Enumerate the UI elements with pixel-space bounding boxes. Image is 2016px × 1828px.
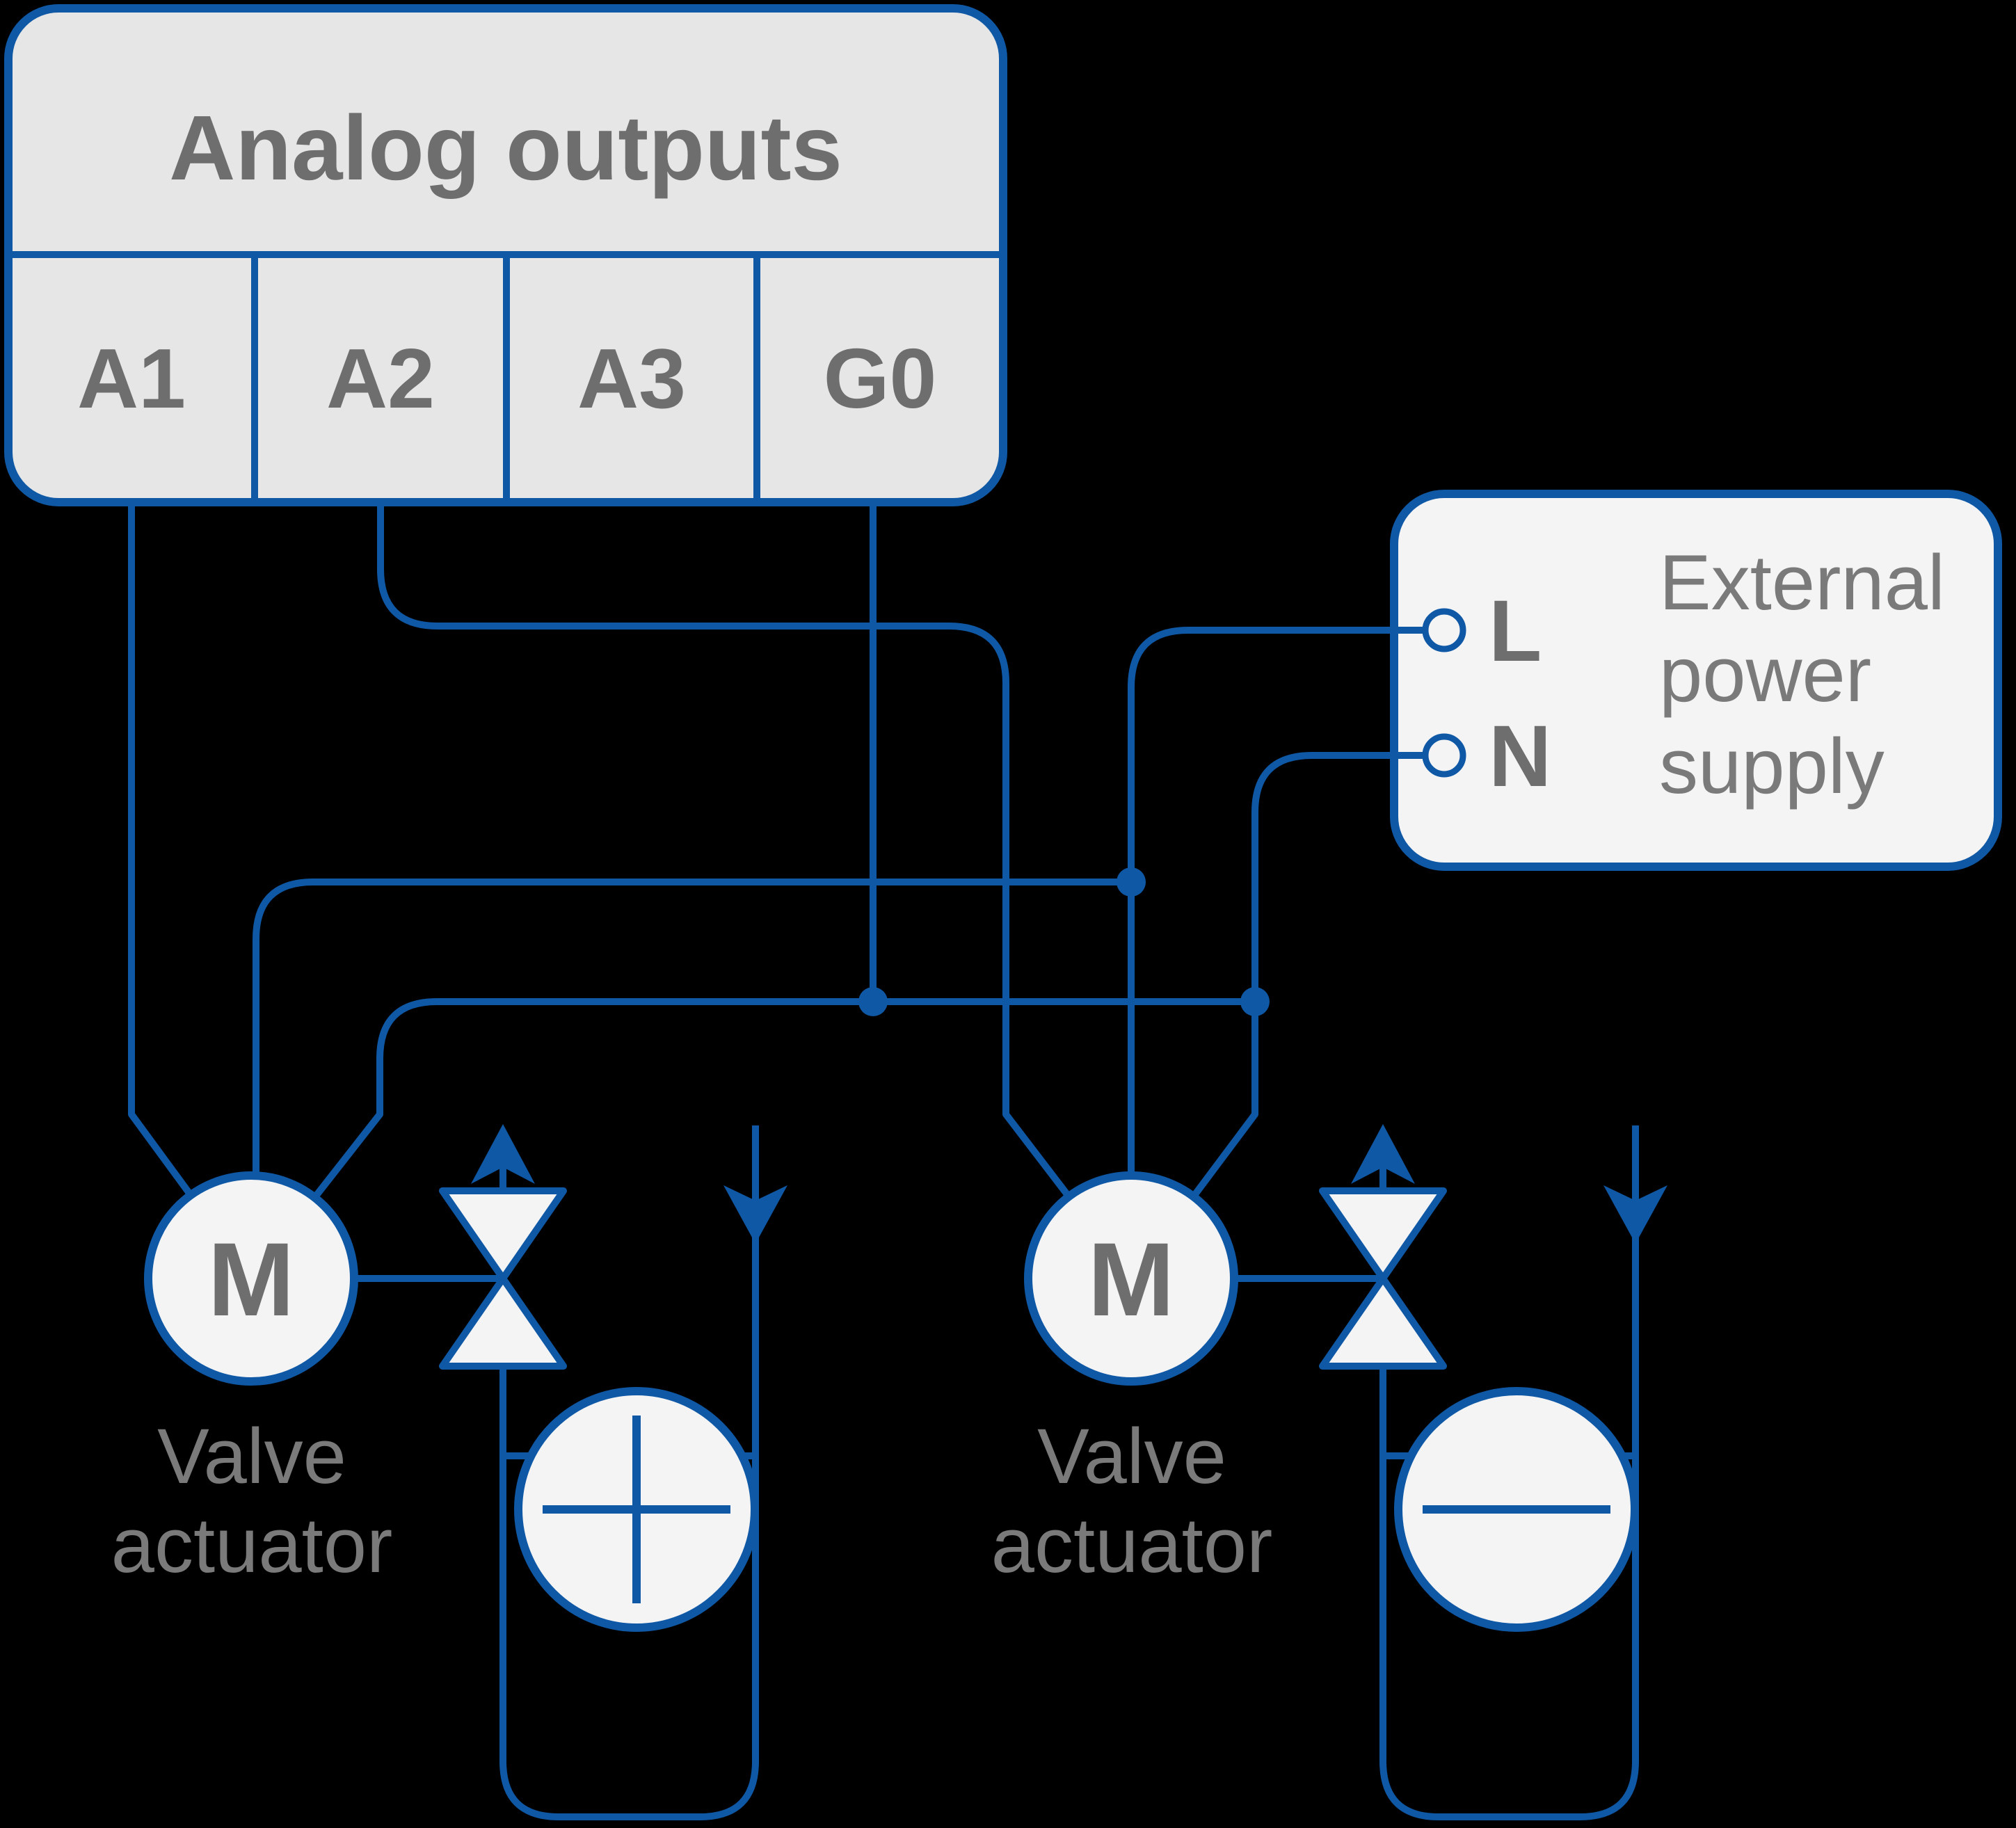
motor-label-1: M bbox=[208, 1221, 295, 1338]
actuator1-caption-line2: actuator bbox=[111, 1502, 393, 1589]
pipe-loop-2 bbox=[1379, 1125, 1639, 1820]
power-supply-title-line2: power bbox=[1659, 631, 1871, 718]
wire-n-to-motor2 bbox=[1190, 752, 1425, 1199]
terminal-circle-n bbox=[1422, 733, 1466, 778]
wires bbox=[128, 502, 1425, 1201]
junction-dot-g0-common bbox=[858, 987, 888, 1016]
actuator1-caption-line1: Valve bbox=[157, 1413, 346, 1500]
terminal-circle-l bbox=[1422, 608, 1466, 652]
arrow-up-icon bbox=[1351, 1124, 1415, 1184]
valve-actuator-group-2: M Valve actuator bbox=[991, 1124, 1667, 1820]
terminal-label-g0: G0 bbox=[824, 331, 937, 426]
power-supply-box bbox=[1390, 490, 2002, 871]
junction-dot-l-branch bbox=[1117, 867, 1146, 897]
terminal-label-a2: A2 bbox=[326, 331, 435, 426]
power-supply-title-line1: External bbox=[1659, 539, 1945, 626]
arrow-down-icon bbox=[723, 1185, 787, 1244]
analog-outputs-block: Analog outputs A1 A2 A3 G0 bbox=[4, 4, 1007, 506]
arrow-down-icon bbox=[1603, 1185, 1667, 1244]
terminal-label-n: N bbox=[1489, 708, 1551, 805]
pipe-loop-1 bbox=[499, 1125, 759, 1820]
motor-circle-1 bbox=[144, 1171, 358, 1386]
valve-actuator-group-1: M Valve actuator bbox=[111, 1124, 787, 1820]
motor-label-2: M bbox=[1088, 1221, 1175, 1338]
actuator2-caption-line1: Valve bbox=[1037, 1413, 1226, 1500]
terminal-label-a1: A1 bbox=[77, 331, 186, 426]
valve-symbol-lower-1 bbox=[439, 1275, 567, 1370]
valve-symbol-lower-2 bbox=[1319, 1275, 1447, 1370]
analog-outputs-title: Analog outputs bbox=[169, 97, 842, 199]
terminal-label-a3: A3 bbox=[577, 331, 686, 426]
power-supply-block: External power supply bbox=[1390, 490, 2002, 871]
wire-common-to-motor1 bbox=[312, 998, 1255, 1201]
power-supply-title-line3: supply bbox=[1659, 723, 1885, 810]
wire-a1-to-motor1 bbox=[128, 502, 194, 1197]
wire-l-to-motor2 bbox=[1128, 627, 1425, 1177]
actuator2-caption-line2: actuator bbox=[991, 1502, 1273, 1589]
plus-icon bbox=[543, 1416, 730, 1603]
valve-symbol-upper-1 bbox=[439, 1187, 567, 1282]
valve-symbol-upper-2 bbox=[1319, 1187, 1447, 1282]
arrow-up-icon bbox=[471, 1124, 535, 1184]
terminal-label-l: L bbox=[1489, 583, 1542, 680]
wire-l-branch-to-motor1 bbox=[253, 879, 1131, 1177]
wire-a2-to-motor2 bbox=[377, 502, 1072, 1200]
junction-dot-n-common bbox=[1240, 987, 1270, 1016]
motor-circle-2 bbox=[1024, 1171, 1238, 1386]
